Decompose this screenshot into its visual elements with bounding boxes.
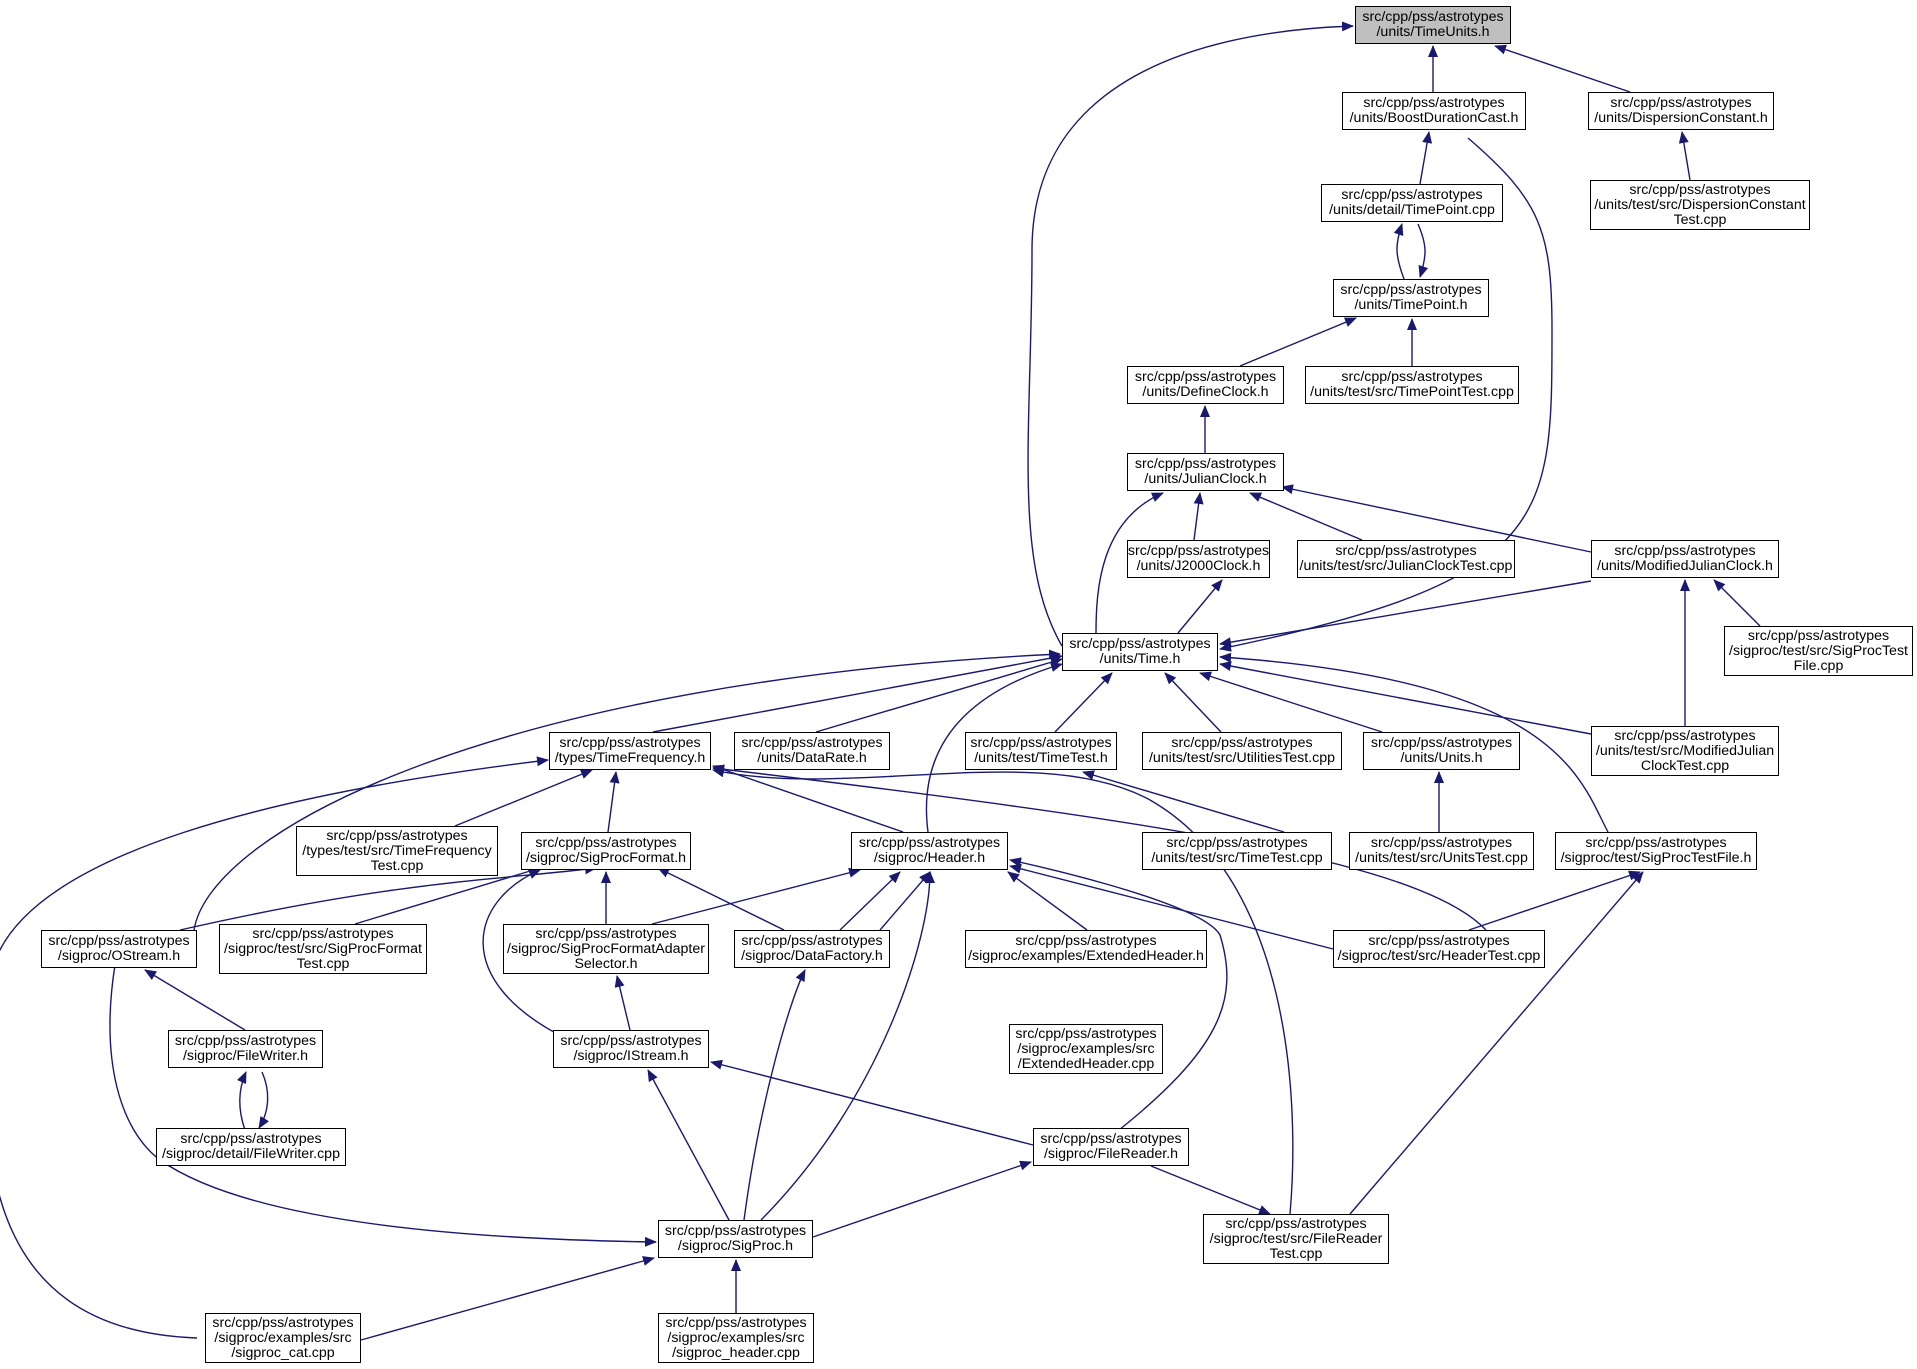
dependency-edge [360, 1256, 655, 1341]
graph-node-sigproc-header-cpp[interactable]: src/cpp/pss/astrotypes/sigproc/examples/… [658, 1313, 814, 1363]
graph-node-defineclock-h[interactable]: src/cpp/pss/astrotypes/units/DefineClock… [1127, 366, 1284, 404]
graph-node-ostream-h[interactable]: src/cpp/pss/astrotypes/sigproc/OStream.h [41, 930, 197, 968]
graph-node-timetest-cpp[interactable]: src/cpp/pss/astrotypes/units/test/src/Ti… [1142, 832, 1332, 870]
dependency-edge [354, 866, 541, 925]
dependency-edge [1164, 672, 1222, 733]
graph-node-dispersionconstant-h[interactable]: src/cpp/pss/astrotypes/units/DispersionC… [1588, 92, 1774, 130]
dependency-edge [1393, 223, 1405, 280]
dependency-edge [1494, 44, 1631, 93]
dependency-edge [258, 1071, 269, 1129]
dependency-edge [1678, 131, 1691, 181]
graph-node-sigprocformattest-cpp[interactable]: src/cpp/pss/astrotypes/sigproc/test/src/… [219, 924, 427, 974]
graph-node-extendedheader-h[interactable]: src/cpp/pss/astrotypes/sigproc/examples/… [965, 930, 1207, 968]
graph-node-timefrequency-h[interactable]: src/cpp/pss/astrotypes/types/TimeFrequen… [549, 732, 711, 770]
dependency-edge [712, 764, 904, 833]
graph-node-timepoint-cpp[interactable]: src/cpp/pss/astrotypes/units/detail/Time… [1321, 184, 1503, 222]
graph-node-j2000clock-h[interactable]: src/cpp/pss/astrotypes/units/J2000Clock.… [1127, 540, 1270, 578]
dependency-edge [179, 864, 597, 931]
dependency-edge [1193, 492, 1204, 541]
dependency-edge [607, 771, 620, 833]
graph-node-sigproctestfile-cpp[interactable]: src/cpp/pss/astrotypes/sigproc/test/src/… [1724, 626, 1913, 676]
dependency-edge [1082, 770, 1285, 833]
dependency-edge [1239, 317, 1357, 367]
dependency-edge [1219, 652, 1609, 833]
dependency-edge [109, 964, 657, 1247]
graph-node-modifiedjulianclocktest-cpp[interactable]: src/cpp/pss/astrotypes/units/test/src/Mo… [1591, 726, 1779, 776]
graph-node-sigproc-h[interactable]: src/cpp/pss/astrotypes/sigproc/SigProc.h [658, 1220, 813, 1258]
dependency-edge [879, 871, 931, 931]
dependency-edge [1009, 863, 1334, 950]
graph-node-timepointtest-cpp[interactable]: src/cpp/pss/astrotypes/units/test/src/Ti… [1305, 366, 1519, 404]
graph-node-headertest-cpp[interactable]: src/cpp/pss/astrotypes/sigproc/test/src/… [1333, 930, 1545, 968]
dependency-edge [925, 662, 1063, 833]
dependency-edge [1281, 484, 1592, 553]
dependency-edge [1417, 223, 1429, 278]
graph-node-timefrequencytest-cpp[interactable]: src/cpp/pss/astrotypes/types/test/src/Ti… [296, 826, 498, 876]
dependency-edge [1713, 579, 1761, 627]
dependency-edge [0, 756, 549, 1339]
graph-node-units-h[interactable]: src/cpp/pss/astrotypes/units/Units.h [1363, 732, 1520, 770]
dependency-edge [815, 657, 1063, 733]
dependency-edge [1054, 672, 1113, 733]
graph-node-julianclock-h[interactable]: src/cpp/pss/astrotypes/units/JulianClock… [1127, 453, 1284, 491]
graph-node-boostdurationcast-h[interactable]: src/cpp/pss/astrotypes/units/BoostDurati… [1342, 92, 1526, 130]
dependency-edge [1419, 131, 1433, 185]
dependency-edge [1199, 671, 1383, 733]
graph-node-time-h[interactable]: src/cpp/pss/astrotypes/units/Time.h [1062, 633, 1218, 671]
dependency-edge [1177, 579, 1223, 634]
graph-node-istream-h[interactable]: src/cpp/pss/astrotypes/sigproc/IStream.h [553, 1030, 709, 1068]
dependency-edge [651, 867, 861, 925]
graph-node-timetest-h[interactable]: src/cpp/pss/astrotypes/units/test/TimeTe… [965, 732, 1117, 770]
graph-node-unitstest-cpp[interactable]: src/cpp/pss/astrotypes/units/test/src/Un… [1349, 832, 1534, 870]
dependency-edge [1027, 21, 1354, 647]
dependency-edge [1219, 661, 1592, 735]
graph-node-extendedheader-cpp[interactable]: src/cpp/pss/astrotypes/sigproc/examples/… [1009, 1024, 1163, 1074]
graph-node-sigprocformatadapterselector-h[interactable]: src/cpp/pss/astrotypes/sigproc/SigProcFo… [503, 924, 709, 974]
dependency-edge [647, 1069, 730, 1221]
graph-node-modifiedjulianclock-h[interactable]: src/cpp/pss/astrotypes/units/ModifiedJul… [1591, 540, 1779, 578]
dependency-edge [193, 649, 1061, 931]
graph-node-datarate-h[interactable]: src/cpp/pss/astrotypes/units/DataRate.h [734, 732, 890, 770]
dependency-edge [1219, 137, 1553, 652]
graph-node-sigproc-cat-cpp[interactable]: src/cpp/pss/astrotypes/sigproc/examples/… [205, 1313, 361, 1363]
graph-node-timepoint-h[interactable]: src/cpp/pss/astrotypes/units/TimePoint.h [1333, 279, 1489, 317]
dependency-edge [1009, 857, 1228, 1135]
dependency-edge [812, 1160, 1032, 1238]
dependency-edge [652, 653, 1063, 733]
dependency-edge [1095, 492, 1164, 634]
graph-node-dispersionconstanttest-cpp[interactable]: src/cpp/pss/astrotypes/units/test/src/Di… [1590, 180, 1810, 230]
dependency-edge [482, 869, 566, 1039]
dependency-edge [1468, 870, 1641, 931]
dependency-edge [710, 1059, 1034, 1146]
graph-node-filewriter-cpp[interactable]: src/cpp/pss/astrotypes/sigproc/detail/Fi… [156, 1128, 346, 1166]
graph-node-timeunits-h[interactable]: src/cpp/pss/astrotypes/units/TimeUnits.h [1355, 6, 1511, 44]
graph-node-sigproctestfile-h[interactable]: src/cpp/pss/astrotypes/sigproc/test/SigP… [1555, 832, 1757, 870]
graph-node-filereader-h[interactable]: src/cpp/pss/astrotypes/sigproc/FileReade… [1033, 1128, 1189, 1166]
dependency-edge [760, 871, 935, 1221]
dependency-edge [1219, 580, 1592, 648]
dependency-edge [839, 871, 901, 931]
dependency-edge [743, 969, 806, 1221]
graph-node-filereadertest-cpp[interactable]: src/cpp/pss/astrotypes/sigproc/test/src/… [1203, 1214, 1389, 1264]
dependency-edge [144, 969, 246, 1031]
graph-node-julianclocktest-cpp[interactable]: src/cpp/pss/astrotypes/units/test/src/Ju… [1297, 540, 1515, 578]
graph-node-sigprocformat-h[interactable]: src/cpp/pss/astrotypes/sigproc/SigProcFo… [521, 832, 691, 870]
graph-node-datafactory-h[interactable]: src/cpp/pss/astrotypes/sigproc/DataFacto… [734, 930, 890, 968]
graph-node-header-h[interactable]: src/cpp/pss/astrotypes/sigproc/Header.h [851, 832, 1008, 870]
dependency-edge [236, 1071, 247, 1131]
graph-node-utilitiestest-cpp[interactable]: src/cpp/pss/astrotypes/units/test/src/Ut… [1142, 732, 1342, 770]
dependency-edge [454, 769, 593, 827]
dependency-edge [1249, 492, 1363, 541]
dependency-edge [1007, 871, 1088, 931]
dependency-edge [1349, 871, 1644, 1215]
graph-node-filewriter-h[interactable]: src/cpp/pss/astrotypes/sigproc/FileWrite… [168, 1030, 323, 1068]
dependency-edge [657, 867, 785, 931]
dependency-edge [614, 975, 631, 1031]
dependency-edge [712, 767, 1294, 1215]
dependency-edge [1150, 1165, 1271, 1215]
